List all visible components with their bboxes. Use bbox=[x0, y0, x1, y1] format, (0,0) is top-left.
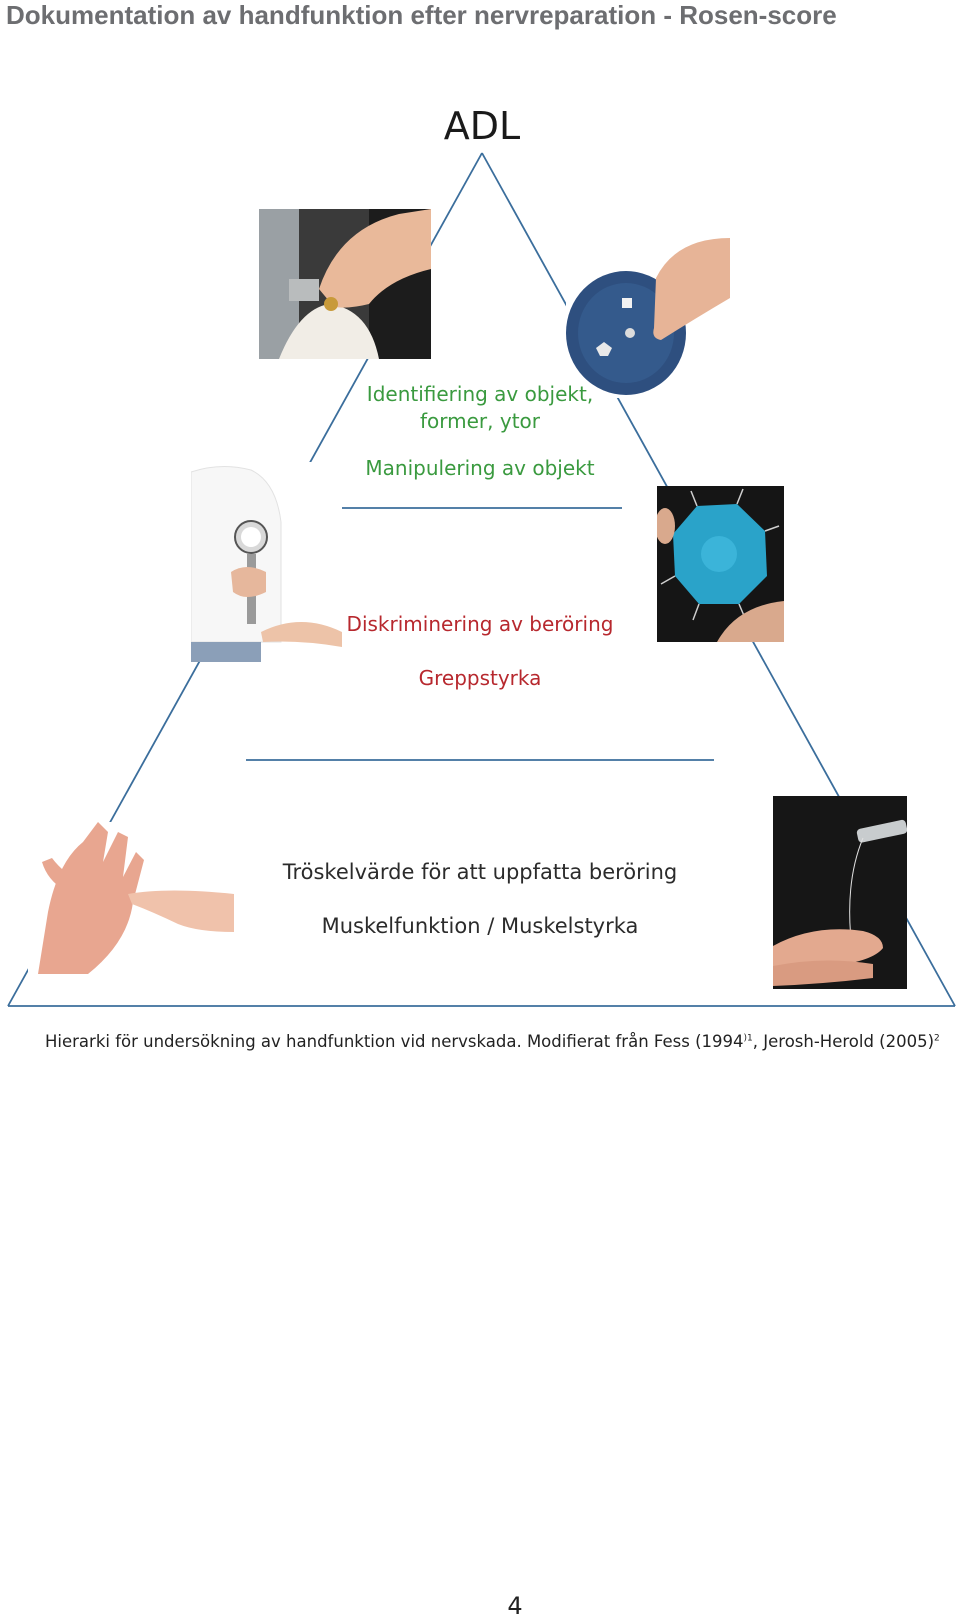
dynamometer-photo bbox=[191, 462, 342, 662]
adl-label: ADL bbox=[443, 104, 521, 148]
two-point-discriminator-photo bbox=[657, 486, 784, 642]
page-number: 4 bbox=[507, 1592, 523, 1620]
bottom-tier-line-1: Tröskelvärde för att uppfatta beröring bbox=[282, 860, 678, 884]
middle-tier-line-2: Greppstyrka bbox=[418, 666, 542, 690]
top-tier-line-1: Identifiering av objekt, bbox=[366, 382, 594, 406]
monofilament-photo bbox=[773, 796, 907, 989]
document-header: Dokumentation av handfunktion efter nerv… bbox=[6, 0, 837, 30]
top-tier-line-2: former, ytor bbox=[419, 409, 541, 433]
hand-picking-coin-photo bbox=[259, 209, 431, 359]
shape-board-photo bbox=[566, 238, 730, 398]
hand-touch-test-photo bbox=[28, 822, 234, 974]
figure-caption: Hierarki för undersökning av handfunktio… bbox=[45, 1032, 940, 1051]
top-tier-line-3: Manipulering av objekt bbox=[365, 456, 595, 480]
middle-tier-line-1: Diskriminering av beröring bbox=[346, 612, 614, 636]
bottom-tier-line-2: Muskelfunktion / Muskelstyrka bbox=[321, 914, 639, 938]
